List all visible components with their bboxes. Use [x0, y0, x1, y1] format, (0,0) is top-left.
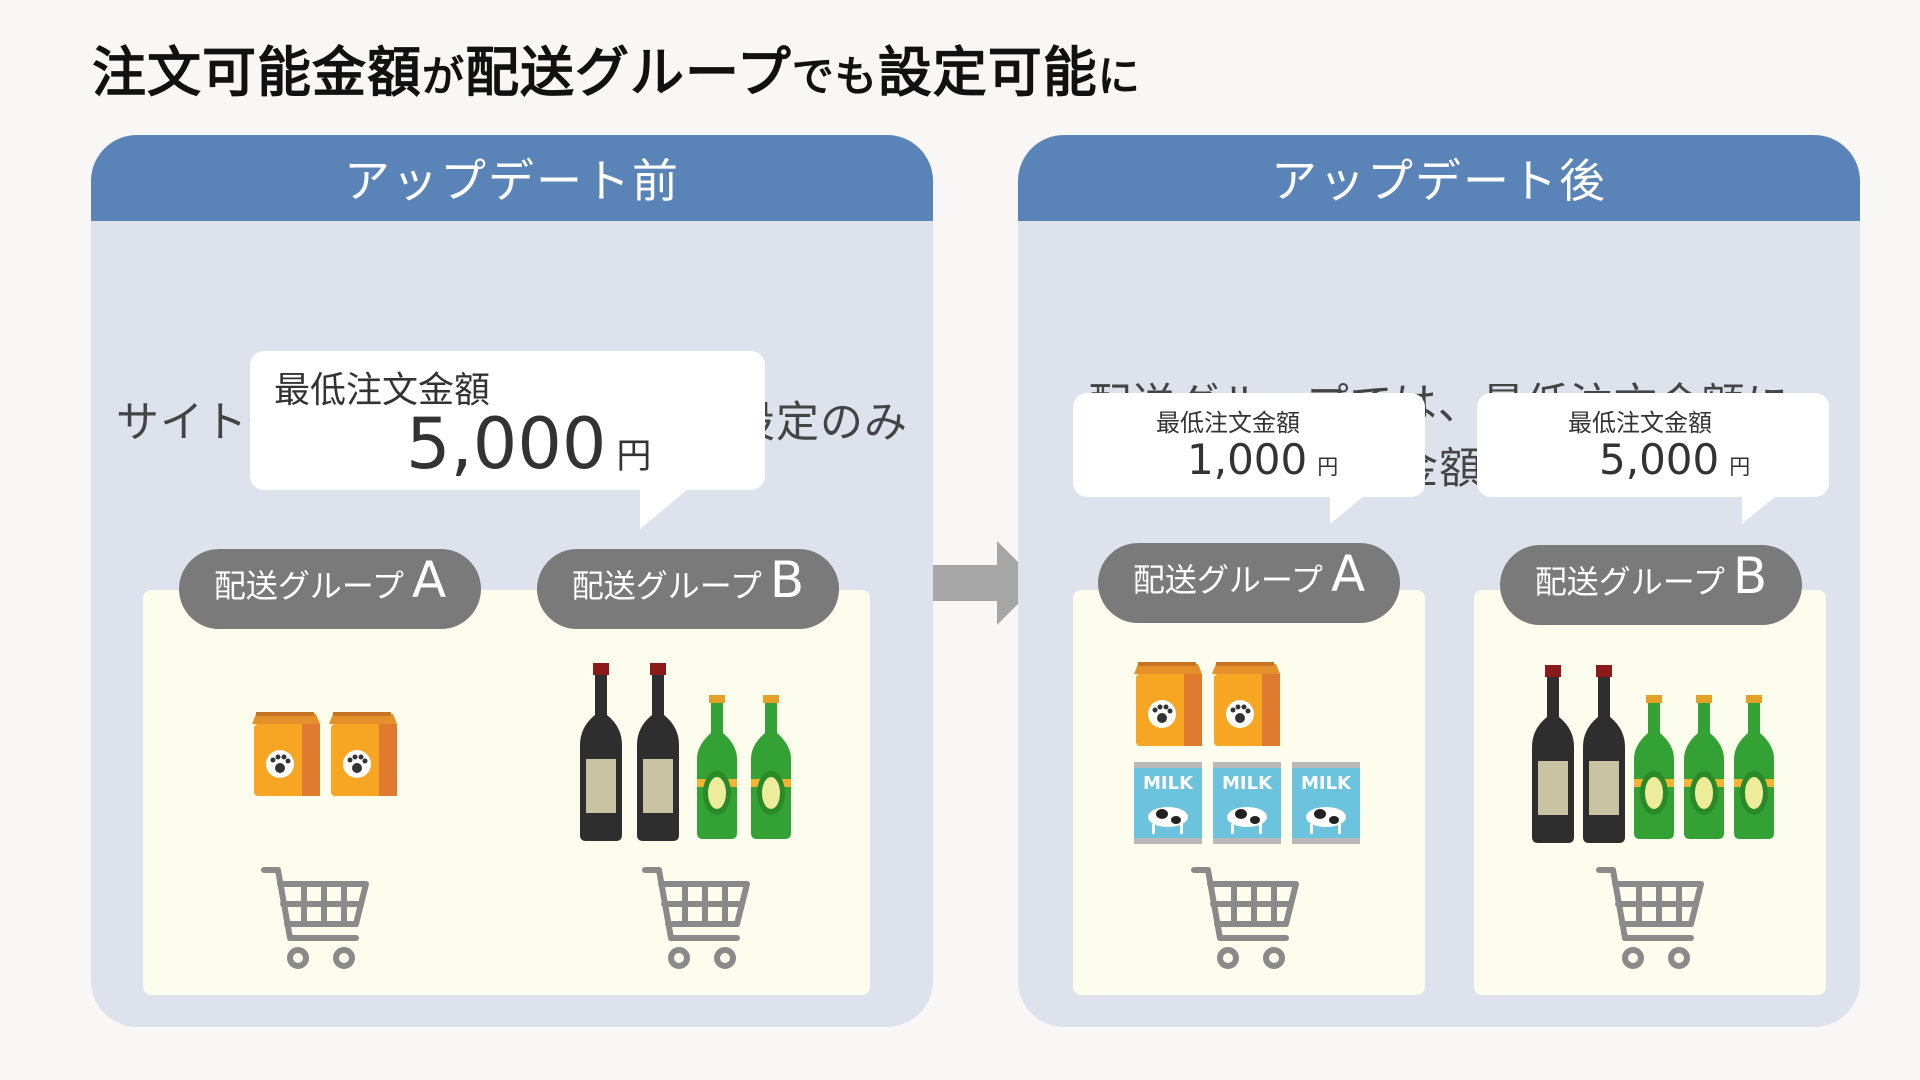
- beer-bottle-icon: [1734, 695, 1774, 839]
- amount-value: 5,000: [1599, 435, 1720, 484]
- title-text: 設定可能: [877, 41, 1098, 104]
- milk-label: MILK: [1222, 773, 1273, 794]
- group-letter: B: [1732, 547, 1768, 605]
- bubble-tail: [1330, 496, 1364, 524]
- title-text: でも: [791, 52, 878, 101]
- amount-value: 1,000: [1187, 435, 1308, 484]
- title-text: 注文可能金額: [92, 41, 422, 104]
- amount-value: 5,000: [406, 403, 607, 485]
- wine-bottle-icon: [1532, 665, 1574, 843]
- bubble-tail: [640, 489, 688, 529]
- amount-unit: 円: [616, 437, 652, 477]
- bubble-amount: 5,000 円: [1599, 435, 1750, 484]
- wine-bottle-icon: [637, 663, 679, 841]
- beer-bottle-icon: [1634, 695, 1674, 839]
- title-text: に: [1097, 52, 1141, 101]
- shopping-cart-icon: [261, 867, 369, 969]
- wine-bottle-icon: [1583, 665, 1625, 843]
- title-text: 配送グループ: [465, 41, 792, 104]
- milk-can-icon: MILK: [1134, 762, 1202, 844]
- milk-label: MILK: [1143, 773, 1194, 794]
- group-name: 配送グループ: [1132, 561, 1323, 599]
- beer-bottle-icon: [697, 695, 737, 839]
- amount-unit: 円: [1317, 455, 1339, 479]
- group-letter: A: [1330, 545, 1366, 603]
- pet-food-bag-icon: [1134, 662, 1202, 746]
- pet-food-bag-icon: [329, 712, 397, 796]
- amount-unit: 円: [1729, 455, 1751, 479]
- group-letter: A: [411, 551, 447, 609]
- before-header: アップデート前: [91, 135, 933, 221]
- milk-can-icon: MILK: [1213, 762, 1281, 844]
- milk-label: MILK: [1301, 773, 1352, 794]
- bubble-label: 最低注文金額: [1156, 409, 1300, 437]
- shopping-cart-icon: [642, 867, 750, 969]
- group-name: 配送グループ: [1534, 563, 1725, 601]
- bubble-label: 最低注文金額: [1568, 409, 1712, 437]
- milk-can-icon: MILK: [1292, 762, 1360, 844]
- wine-bottle-icon: [580, 663, 622, 841]
- page-title: 注文可能金額が配送グループでも設定可能に: [92, 28, 1141, 107]
- beer-bottle-icon: [1684, 695, 1724, 839]
- after-group-a-bubble: 最低注文金額 1,000 円: [1073, 393, 1425, 497]
- bubble-amount: 1,000 円: [1187, 435, 1338, 484]
- after-header: アップデート後: [1018, 135, 1860, 221]
- bubble-label: 最低注文金額: [274, 370, 491, 411]
- group-name: 配送グループ: [213, 567, 404, 605]
- group-letter: B: [769, 551, 805, 609]
- beer-bottle-icon: [751, 695, 791, 839]
- after-group-b-bubble: 最低注文金額 5,000 円: [1477, 393, 1829, 497]
- arrow-right-icon: [933, 541, 1039, 625]
- group-name: 配送グループ: [571, 567, 762, 605]
- shopping-cart-icon: [1191, 867, 1299, 969]
- title-text: が: [422, 52, 466, 101]
- pet-food-bag-icon: [252, 712, 320, 796]
- bubble-tail: [1742, 496, 1776, 524]
- pet-food-bag-icon: [1212, 662, 1280, 746]
- shopping-cart-icon: [1596, 867, 1704, 969]
